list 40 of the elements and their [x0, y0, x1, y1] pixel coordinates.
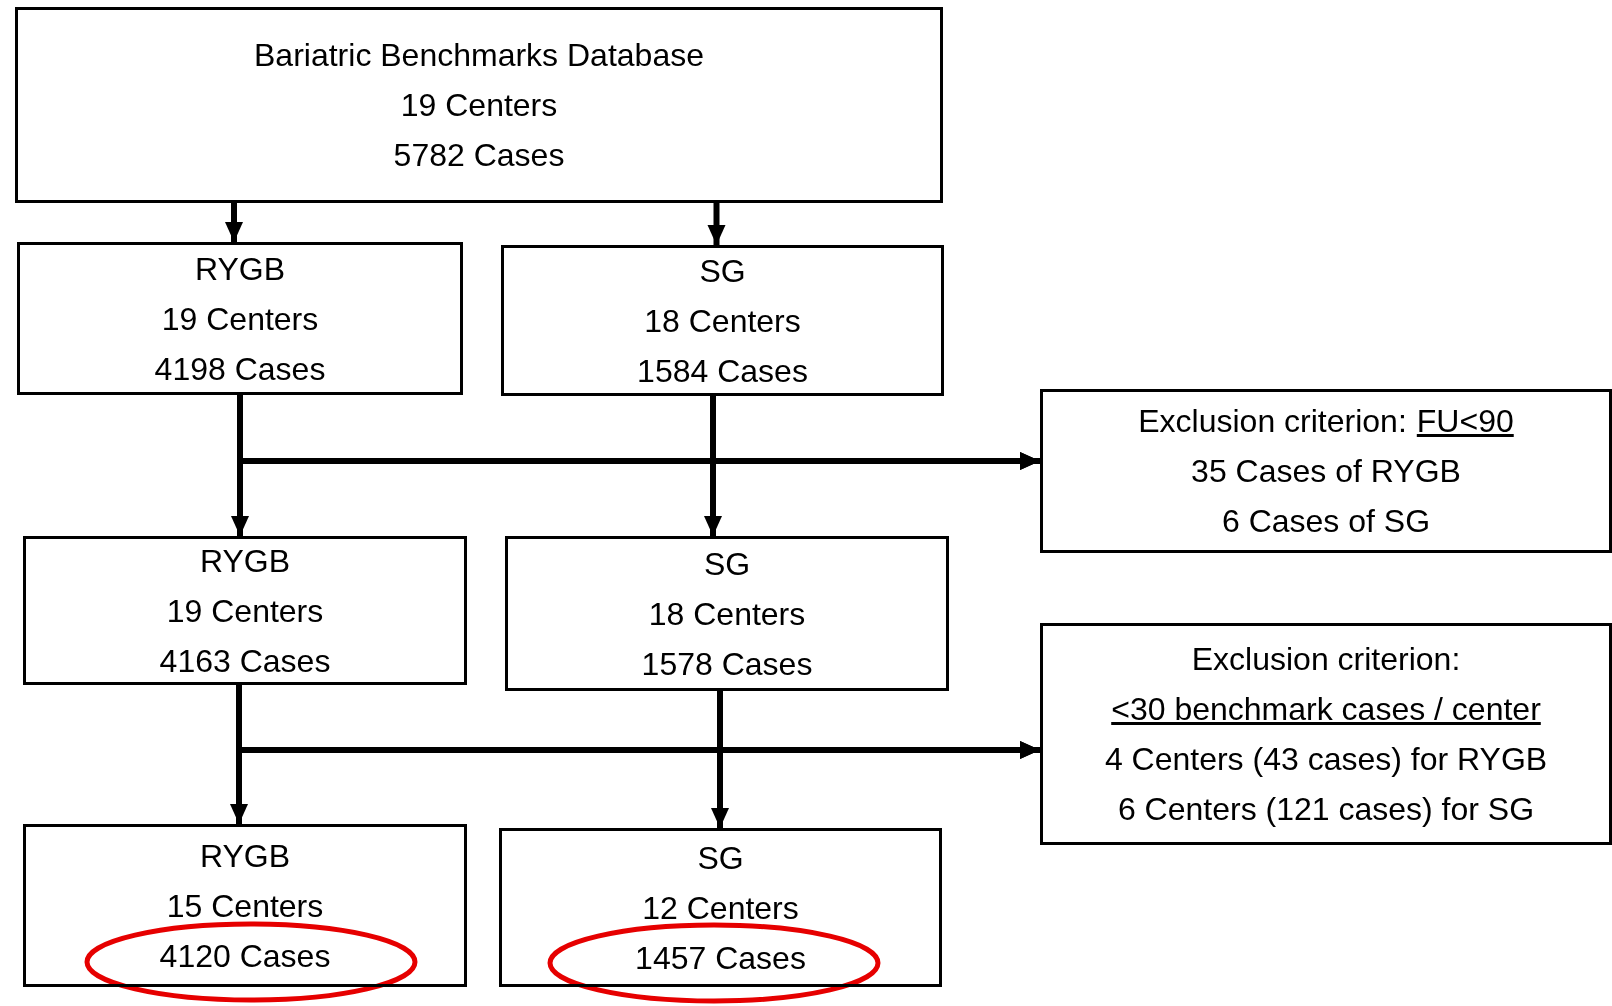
node-text: RYGB	[194, 249, 286, 289]
criterion-text: <30 benchmark cases / center	[1111, 690, 1541, 729]
node-text: 1578 Cases	[641, 644, 813, 684]
node-text: 1584 Cases	[637, 351, 808, 391]
criterion-heading: Exclusion criterion:	[1191, 640, 1461, 679]
arrow	[707, 203, 726, 245]
criterion-heading: Exclusion criterion:	[1138, 402, 1407, 441]
process-box	[1040, 623, 1612, 845]
node-text: SG	[699, 251, 746, 291]
node-text: 18 Centers	[644, 301, 801, 341]
node-text: 4 Centers (43 cases) for RYGB	[1104, 740, 1548, 779]
node-text: 19 Centers	[161, 299, 319, 339]
node-text: 18 Centers	[648, 594, 806, 634]
node-text: 4198 Cases	[154, 349, 326, 389]
node-text: 6 Centers (121 cases) for SG	[1117, 790, 1535, 829]
node-text: 19 Centers	[166, 591, 324, 631]
process-box	[23, 824, 467, 987]
node-text: 12 Centers	[642, 888, 799, 928]
process-box	[501, 245, 944, 396]
node-text: 35 Cases of RYGB	[1191, 452, 1461, 491]
node-text: 15 Centers	[166, 886, 324, 926]
node-text: 4120 Cases	[159, 936, 331, 976]
node-text: 4163 Cases	[159, 641, 331, 681]
node-text: 6 Cases of SG	[1221, 502, 1431, 541]
process-box	[1040, 389, 1612, 553]
node-text: 19 Centers	[400, 86, 558, 125]
criterion-text: FU<90	[1416, 402, 1514, 441]
process-box	[505, 536, 949, 691]
node-text: SG	[703, 544, 751, 584]
node-text: RYGB	[199, 541, 291, 581]
process-box	[17, 242, 463, 395]
node-text: RYGB	[199, 836, 291, 876]
node-text: Bariatric Benchmarks Database	[254, 36, 704, 75]
process-box	[499, 828, 942, 987]
node-text: 1457 Cases	[635, 938, 806, 978]
node-text: 5782 Cases	[393, 136, 565, 175]
process-box	[23, 536, 467, 685]
arrow	[225, 203, 243, 242]
node-text: SG	[697, 838, 744, 878]
process-box	[15, 7, 943, 203]
